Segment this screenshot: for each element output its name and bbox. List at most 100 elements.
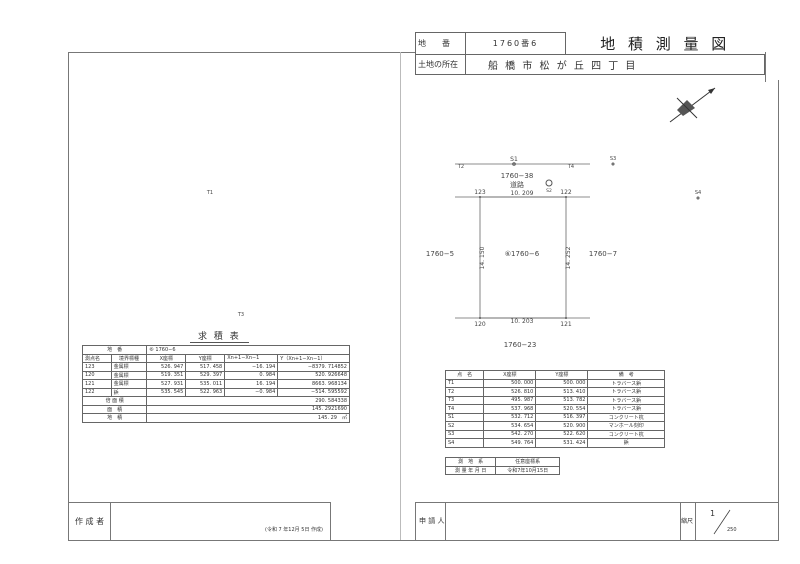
table-cell: コンクリート杭	[587, 429, 665, 439]
table-cell: T1	[444, 378, 485, 388]
header-table: 地 番 1760番6 地 積 測 量 図 土地の所在 船 橋 市 松 が 丘 四…	[415, 32, 765, 75]
south-lot: 1760−23	[504, 341, 537, 349]
page-title: 地 積 測 量 図	[565, 32, 765, 55]
table-cell: トラバース鋲	[587, 387, 665, 397]
table-cell: T3	[444, 395, 485, 405]
label-122: 122	[560, 189, 572, 196]
table-cell: 500. 000	[483, 378, 537, 388]
table-cell: 16. 194	[224, 379, 279, 389]
table-cell: 519. 351	[146, 370, 187, 380]
bottom-length: 10. 203	[511, 318, 534, 325]
frame-left	[68, 52, 69, 540]
table-cell: −16. 194	[224, 362, 279, 372]
frame-right-top	[765, 52, 766, 82]
top-length: 10. 209	[511, 190, 534, 197]
table-cell: S4	[444, 438, 485, 448]
table-cell: 520. 554	[535, 404, 589, 414]
frame-top	[68, 52, 415, 53]
table-cell: 529. 397	[185, 370, 226, 380]
table-cell: 549. 764	[483, 438, 537, 448]
table-cell: 526. 810	[483, 387, 537, 397]
table-cell: T2	[444, 387, 485, 397]
west-lot: 1760−5	[426, 250, 454, 258]
north-arrow-icon	[669, 87, 716, 123]
label-s4: S4	[695, 190, 701, 196]
location-value: 船 橋 市 松 が 丘 四 丁 目	[465, 53, 765, 75]
left-length: 14. 150	[479, 246, 486, 269]
table-cell: 0. 984	[224, 370, 279, 380]
table-cell: コンクリート杭	[587, 412, 665, 422]
scale-label: 縮尺	[681, 518, 694, 525]
table-cell: 金属標	[110, 362, 148, 372]
label-t1: T1	[206, 190, 213, 196]
table-cell: 517. 458	[185, 362, 226, 372]
table-cell: 121	[82, 379, 112, 389]
table-cell: 120	[82, 370, 112, 380]
table-cell: 520. 900	[535, 421, 589, 431]
table-cell: 537. 968	[483, 404, 537, 414]
point-s1	[512, 162, 516, 166]
created-date: (令和 7 年12月 5日 作成)	[265, 527, 323, 533]
table-cell: 鋲	[587, 438, 665, 448]
table-cell: 516. 397	[535, 412, 589, 422]
table-cell: 535. 545	[146, 387, 187, 397]
area-table-title: 求 積 表	[190, 329, 249, 343]
table-cell: 522. 620	[535, 429, 589, 439]
table-cell: 520. 926648	[277, 370, 350, 380]
table-cell: 522. 963	[185, 387, 226, 397]
table-cell: 122	[82, 387, 112, 397]
right-length: 14. 252	[565, 246, 572, 269]
label-s1: S1	[510, 156, 518, 163]
table-cell: 532. 712	[483, 412, 537, 422]
table-cell: S3	[444, 429, 485, 439]
label-t2: T2	[457, 164, 464, 170]
table-cell: トラバース鋲	[587, 378, 665, 388]
label-121: 121	[560, 321, 572, 328]
table-cell: S1	[444, 412, 485, 422]
table-cell: 495. 987	[483, 395, 537, 405]
center-divider	[400, 52, 401, 540]
table-cell: 鋲	[110, 387, 148, 397]
label-123: 123	[474, 189, 486, 196]
table-cell: T4	[444, 404, 485, 414]
survey-info-table: 測 地 系任意座標系 測 量 年 月 日令和7年10月15日	[444, 457, 560, 475]
frame-right	[778, 80, 779, 540]
scale-denominator: 250	[727, 527, 737, 533]
table-cell: 526. 947	[146, 362, 187, 372]
table-cell: 8663. 968134	[277, 379, 350, 389]
table-cell: 金属標	[110, 370, 148, 380]
point-s3	[611, 162, 615, 166]
table-cell: 527. 931	[146, 379, 187, 389]
label-t4: T4	[567, 164, 574, 170]
table-cell: 金属標	[110, 379, 148, 389]
east-lot: 1760−7	[589, 250, 617, 258]
table-cell: −8379. 714852	[277, 362, 350, 372]
label-t3: T3	[237, 312, 244, 318]
road-label: 道路	[510, 180, 524, 189]
author-label: 作 成 者	[75, 517, 105, 526]
table-cell: S2	[444, 421, 485, 431]
point-s2	[545, 179, 553, 187]
table-cell: 513. 782	[535, 395, 589, 405]
table-cell: トラバース鋲	[587, 395, 665, 405]
applicant-label: 申 請 人	[419, 517, 445, 525]
table-cell: 534. 654	[483, 421, 537, 431]
label-s3: S3	[610, 156, 616, 162]
table-cell: 531. 424	[535, 438, 589, 448]
label-120: 120	[474, 321, 486, 328]
scale-numerator: 1	[710, 509, 716, 518]
